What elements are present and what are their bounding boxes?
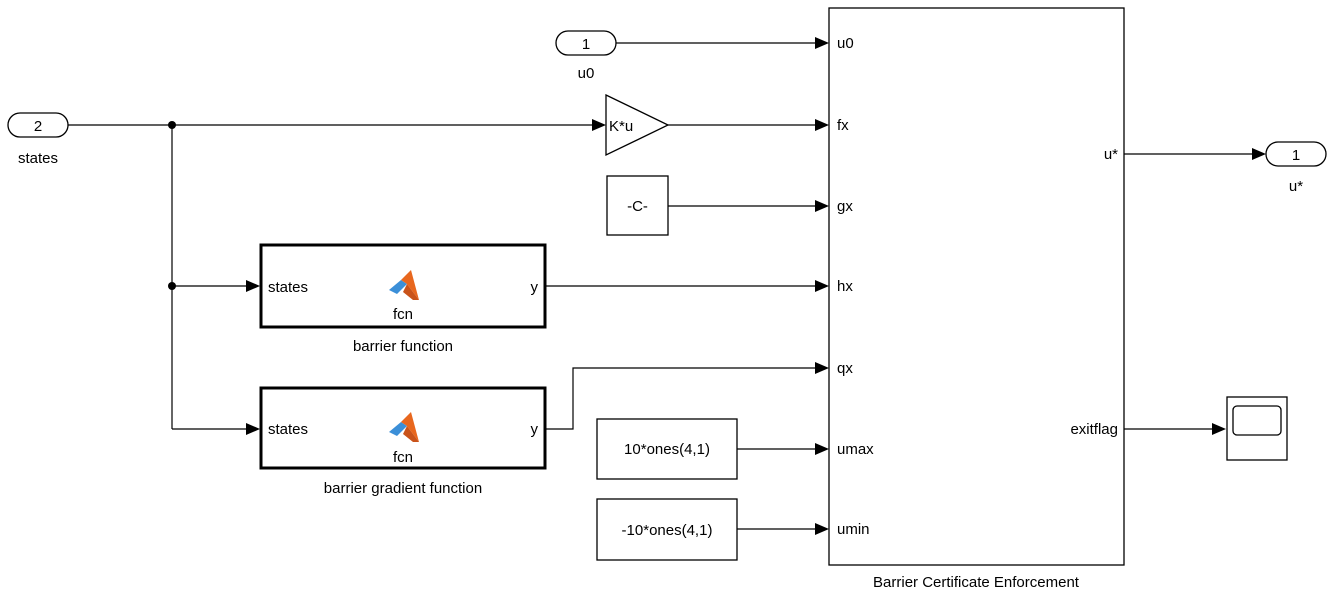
arrow-gradient-in [246, 423, 260, 435]
signal-qx[interactable] [545, 367, 815, 430]
arrow-barrier-in [246, 280, 260, 292]
arrow-u0 [815, 37, 829, 49]
scope-icon[interactable] [1226, 396, 1288, 461]
arrow-qx [815, 362, 829, 374]
port-fx: fx [837, 117, 849, 134]
port-umin: umin [837, 521, 870, 538]
matlab-logo-icon [389, 412, 419, 442]
arrow-umin [815, 523, 829, 535]
inport-u0-label: u0 [578, 65, 595, 82]
barrier-gradient-function-label: barrier gradient function [324, 480, 482, 497]
matlab-logo-icon [389, 270, 419, 300]
inport-u0-number: 1 [582, 36, 590, 53]
barrier-gradient-function-name: fcn [393, 449, 413, 466]
barrier-function-output-port: y [531, 279, 539, 296]
arrow-fx [815, 119, 829, 131]
barrier-function-block[interactable]: states y fcn [259, 243, 547, 329]
barrier-certificate-enforcement-label: Barrier Certificate Enforcement [873, 574, 1080, 591]
barrier-function-input-port: states [268, 279, 308, 296]
barrier-gradient-function-block[interactable]: states y fcn [259, 386, 547, 470]
port-umax: umax [837, 441, 874, 458]
arrow-gx [815, 200, 829, 212]
barrier-gradient-input-port: states [268, 421, 308, 438]
port-gx: gx [837, 198, 853, 215]
arrow-exitflag [1212, 423, 1226, 435]
outport-u-star-number: 1 [1292, 147, 1300, 164]
arrow-umax [815, 443, 829, 455]
constant-umin-block[interactable]: -10*ones(4,1) [596, 498, 738, 561]
port-hx: hx [837, 278, 853, 295]
gain-label: K*u [609, 118, 633, 135]
barrier-function-label: barrier function [353, 338, 453, 355]
barrier-function-name: fcn [393, 306, 413, 323]
constant-gx-block[interactable]: -C- [606, 175, 669, 236]
constant-umax-value: 10*ones(4,1) [624, 441, 710, 458]
arrow-u-star [1252, 148, 1266, 160]
constant-umax-block[interactable]: 10*ones(4,1) [596, 418, 738, 480]
port-qx: qx [837, 360, 853, 377]
port-exitflag: exitflag [1070, 421, 1118, 438]
port-u-star: u* [1104, 146, 1118, 163]
constant-umin-value: -10*ones(4,1) [622, 522, 713, 539]
gain-block[interactable]: K*u [605, 93, 670, 157]
port-u0: u0 [837, 35, 854, 52]
outport-u-star-label: u* [1289, 178, 1303, 195]
inport-states-label: states [18, 150, 58, 167]
arrow-hx [815, 280, 829, 292]
outport-u-star-block[interactable]: 1 [1265, 141, 1327, 167]
inport-u0-block[interactable]: 1 [555, 30, 617, 56]
inport-states-number: 2 [34, 118, 42, 135]
inport-states-block[interactable]: 2 [7, 112, 69, 138]
barrier-certificate-enforcement-block[interactable]: u0 fx gx hx qx umax umin u* exitflag [828, 7, 1125, 566]
constant-gx-value: -C- [627, 198, 648, 215]
barrier-gradient-output-port: y [531, 421, 539, 438]
arrow-gain-in [592, 119, 606, 131]
